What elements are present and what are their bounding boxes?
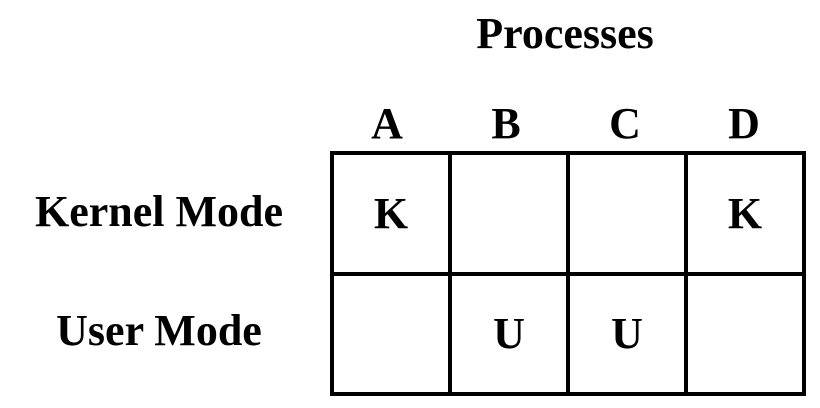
cell-user-b: U [450,273,568,394]
column-header-c: C [609,99,641,148]
row-label-kernel-mode: Kernel Mode [34,187,284,236]
column-header-d: D [728,99,760,148]
cell-kernel-a: K [332,153,450,274]
cell-user-a [332,273,450,394]
diagram-title: Processes [476,9,654,58]
mode-grid: K K U U [330,151,806,396]
column-header-b: B [491,99,521,148]
cell-kernel-d: K [686,153,804,274]
cell-user-c: U [568,273,686,394]
column-header-a: A [371,99,403,148]
cell-kernel-c [568,153,686,274]
cell-kernel-b [450,153,568,274]
row-label-user-mode: User Mode [56,306,262,355]
cell-user-d [686,273,804,394]
